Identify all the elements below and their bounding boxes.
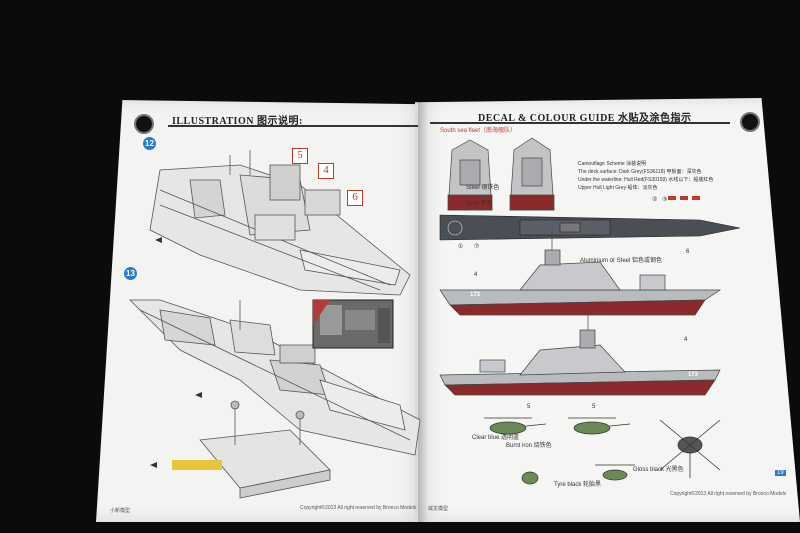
legend-line: Under the waterline: Hull Red(FS30159) 水… [578,177,714,183]
hull-number-decal: 173 [470,292,481,298]
ship-rear-view [509,137,555,211]
footer-copyright: Copyright©2013 All right reserved by Bro… [670,491,787,497]
hull-number-decal: 173 [688,372,699,378]
part-callout-4: 4 [318,163,334,179]
part-callout-6: 6 [347,190,363,206]
inset-detail-photo [312,299,394,349]
step-number-12: 12 [143,137,156,150]
part-callout-5: 5 [292,148,308,164]
step-number-13: 13 [124,267,137,280]
label-aluminium: Aluminium or Steel 铝色或钢色 [580,258,663,264]
footer-brand: 小新模型 [110,508,131,514]
decal-marker: 4 [474,272,478,278]
decal-marker: 5 [592,404,596,410]
footer-brand: 威龙模型 [428,506,449,512]
legend-line: Camouflage Scheme 涂装说明 [578,161,647,167]
arrow-icon [150,237,202,468]
helicopter-front-view [521,464,635,485]
decal-marker: ① [458,244,464,250]
label-burnt-iron: Burnt iron 烧铁色 [506,443,552,449]
scheme-title: South sea fleet（南海舰队） [440,128,517,134]
decal-strip-icon [172,460,222,470]
helicopter-side-view [484,417,547,435]
illustration-header: ILLUSTRATION 图示说明: [172,116,303,127]
page-number: 19 [775,470,786,476]
decal-marker: ⑦ [474,244,480,250]
decal-guide-header: DECAL & COLOUR GUIDE 水贴及涂色指示 [478,113,692,124]
helicopter-top-view [659,419,721,478]
decal-marker: 6 [686,249,690,255]
label-tyre-black: Tyre black 轮胎黑 [554,482,602,488]
header-rule [168,125,418,127]
ship-side-view-starboard [439,230,722,316]
ship-top-view [439,214,741,241]
legend-line: The deck surface: Dark Grey(FS36118) 甲板面… [578,169,702,175]
label-steel: Steel 钢铁色 [466,185,500,191]
ship-side-view-port [439,315,721,396]
decal-marker: ③ [662,197,668,203]
legend-line: Upper Hull Light Grey 船体：淡灰色 [578,185,658,191]
decal-marker: 5 [527,404,531,410]
label-clear-blue: Clear blue 透明蓝 [472,435,520,441]
header-rule [430,122,730,124]
binder-hole-icon [134,114,154,134]
footer-copyright: Copyright©2013 All right reserved by Bro… [300,505,417,511]
book-gutter [418,100,428,522]
binder-hole-icon [740,112,760,132]
label-gloss-black: Gloss black 光黑色 [633,467,684,473]
decal-marker: 4 [684,337,688,343]
ship-section-step12 [149,150,411,296]
ship-section-step13 [129,299,421,456]
ship-front-view [447,139,493,211]
helicopter-side-view [568,417,631,435]
label-grey: Grey 灰色 [466,201,493,207]
decal-marker: ② [652,197,658,203]
display-stand [199,400,331,499]
